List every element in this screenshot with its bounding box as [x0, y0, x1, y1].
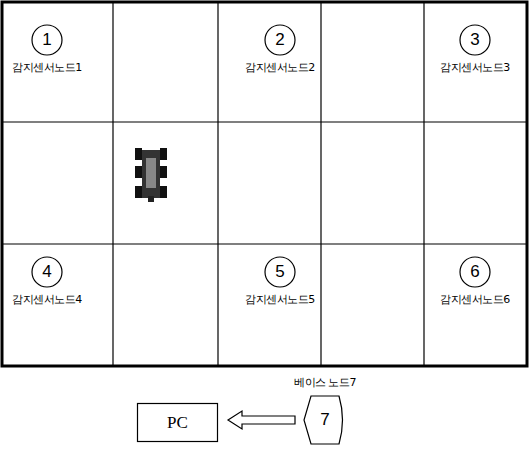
sensor-node: 1감지센서노드1: [31, 24, 63, 56]
box-label: PC: [167, 413, 188, 433]
node-caption: 감지센서노드1: [12, 60, 82, 75]
node-number: 7: [320, 410, 329, 430]
node-number: 5: [275, 262, 284, 282]
sensor-node: 5감지센서노드5: [264, 256, 296, 288]
sensor-node: 6감지센서노드6: [459, 256, 491, 288]
sensor-node: 4감지센서노드4: [31, 256, 63, 288]
hollow-arrow: [228, 411, 295, 429]
pc-box: PC: [137, 403, 218, 442]
sensor-node: 3감지센서노드3: [459, 24, 491, 56]
node-caption: 감지센서노드4: [12, 292, 82, 307]
node-caption: 베이스 노드7: [294, 375, 356, 390]
node-caption: 감지센서노드3: [440, 60, 510, 75]
area-border: [2, 2, 527, 366]
node-caption: 감지센서노드6: [440, 292, 510, 307]
node-number: 2: [275, 30, 284, 50]
node-number: 6: [470, 262, 479, 282]
grid-lines: [2, 2, 527, 366]
node-body: 1: [31, 24, 63, 56]
node-caption: 감지센서노드5: [245, 292, 315, 307]
node-number: 1: [42, 30, 51, 50]
node-body: PC: [137, 403, 218, 442]
node-body: 3: [459, 24, 491, 56]
base-node: 7베이스 노드7: [303, 395, 347, 445]
node-body: 2: [264, 24, 296, 56]
node-body: 6: [459, 256, 491, 288]
node-body: 5: [264, 256, 296, 288]
node-number: 3: [470, 30, 479, 50]
node-body: 4: [31, 256, 63, 288]
robot-icon: [135, 148, 167, 202]
sensor-node: 2감지센서노드2: [264, 24, 296, 56]
node-body: 7: [303, 395, 347, 445]
node-caption: 감지센서노드2: [245, 60, 315, 75]
node-number: 4: [42, 262, 51, 282]
